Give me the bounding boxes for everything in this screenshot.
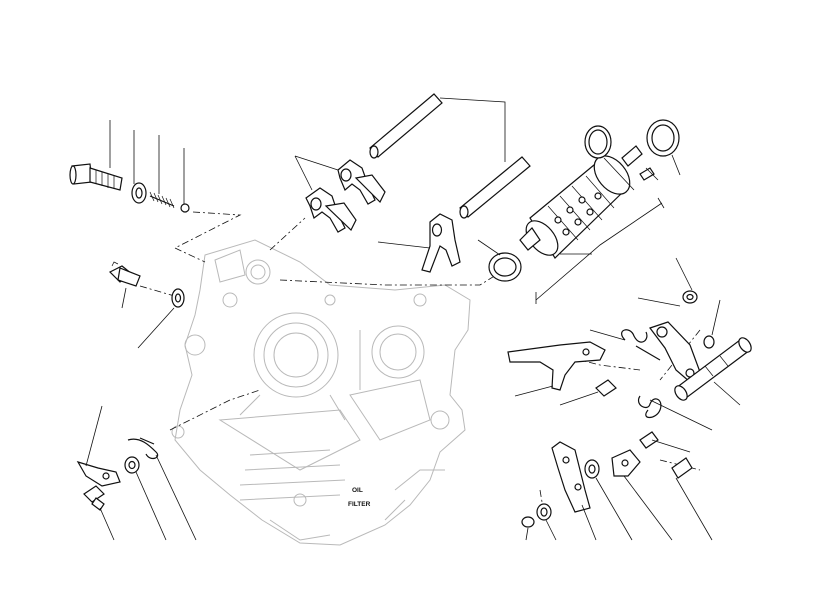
pawl-plate-bolt <box>671 457 713 541</box>
pawl-bolt <box>559 379 617 406</box>
arm-bolt <box>83 485 115 541</box>
neutral-switch-washer <box>137 288 185 349</box>
shift-fork <box>305 187 357 233</box>
drum-bearing-ring <box>477 239 522 282</box>
detent-ball <box>180 203 190 213</box>
arm-washer <box>124 456 167 541</box>
shift-fork <box>337 159 386 205</box>
gearshift-shaft <box>674 337 752 406</box>
fork-rod <box>459 156 531 219</box>
drum-pin <box>639 167 659 181</box>
spring-pin <box>639 431 691 453</box>
drum-circlip <box>584 125 635 191</box>
fork-rod <box>369 93 443 159</box>
shaft-washer <box>637 257 698 307</box>
plate-circlip <box>536 503 557 541</box>
detent-bolt <box>69 163 123 191</box>
shift-pawl <box>507 341 606 397</box>
plate-ring <box>521 516 535 541</box>
fork-rod-leader <box>439 97 506 162</box>
selector-drum <box>519 145 643 259</box>
plate-washer <box>584 459 633 541</box>
shaft-bush <box>703 299 721 349</box>
selector-claw <box>611 449 673 541</box>
detent-washer <box>131 182 147 204</box>
arm-spring <box>127 437 197 541</box>
svg-text:OIL: OIL <box>352 487 363 494</box>
crankcase-half: OIL FILTER <box>171 239 471 546</box>
drum-ring <box>646 119 681 176</box>
shift-fork <box>377 213 461 273</box>
oil-filter-label: OIL FILTER <box>343 484 375 508</box>
svg-text:FILTER: FILTER <box>348 501 371 508</box>
shift-fork-leaders <box>294 155 339 191</box>
detent-spring <box>149 191 175 209</box>
drum-plate <box>551 441 597 541</box>
drum-axis-bracket <box>535 197 665 304</box>
detent-leaders <box>109 120 185 204</box>
return-spring <box>638 395 713 431</box>
gearshift-pawl-arm <box>76 405 121 487</box>
selector-spring <box>589 329 661 361</box>
neutral-switch <box>108 261 141 309</box>
gearshift-lever <box>649 321 701 383</box>
